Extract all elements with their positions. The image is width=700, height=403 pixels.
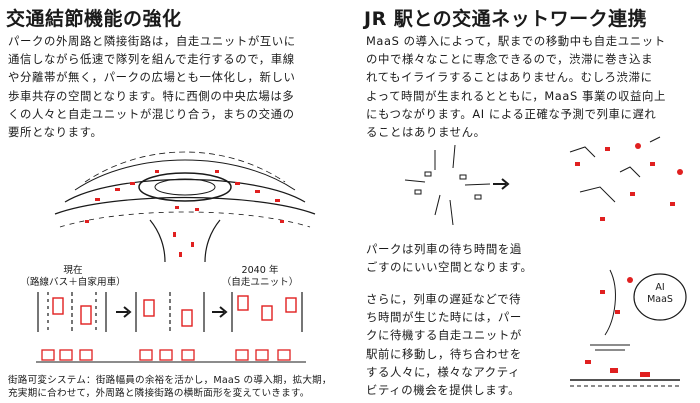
right-text-delay: さらに，列車の遅延などで待 ち時間が生じた時には，パー クに待機する自走ユニット… — [366, 292, 522, 398]
park-sketch — [570, 269, 680, 387]
traffic-sketch — [404, 144, 491, 226]
left-caption: 街路可変システム：街路幅員の余裕を活かし，MaaS の導入期，拡大期， 充実期に… — [8, 375, 332, 399]
right-section-title: JR 駅との交通ネットワーク連携 — [364, 8, 648, 30]
street-section-diagrams — [36, 292, 306, 363]
label-now: 現在 （路線バス＋自家用車） — [20, 265, 126, 288]
intersection-illustration — [54, 151, 316, 263]
ai-maas-bubble — [633, 273, 687, 321]
right-section-body: MaaS の導入によって，駅までの移動中も自走ユニット の中で様々なことに専念で… — [366, 34, 666, 140]
station-sketch — [569, 136, 683, 221]
left-section-body: パークの外周路と隣接街路は，自走ユニットが互いに 通信しながら低速で隊列を組んで… — [8, 34, 296, 140]
right-text-wait: パークは列車の待ち時間を過 ごすのにいい空間となります。 — [366, 242, 533, 275]
ai-maas-bubble-text: AI MaaS — [647, 282, 673, 305]
label-2040: 2040 年 （自走ユニット） — [221, 265, 299, 288]
arrow-right-icon — [493, 178, 510, 190]
left-section-title: 交通結節機能の強化 — [6, 8, 182, 30]
